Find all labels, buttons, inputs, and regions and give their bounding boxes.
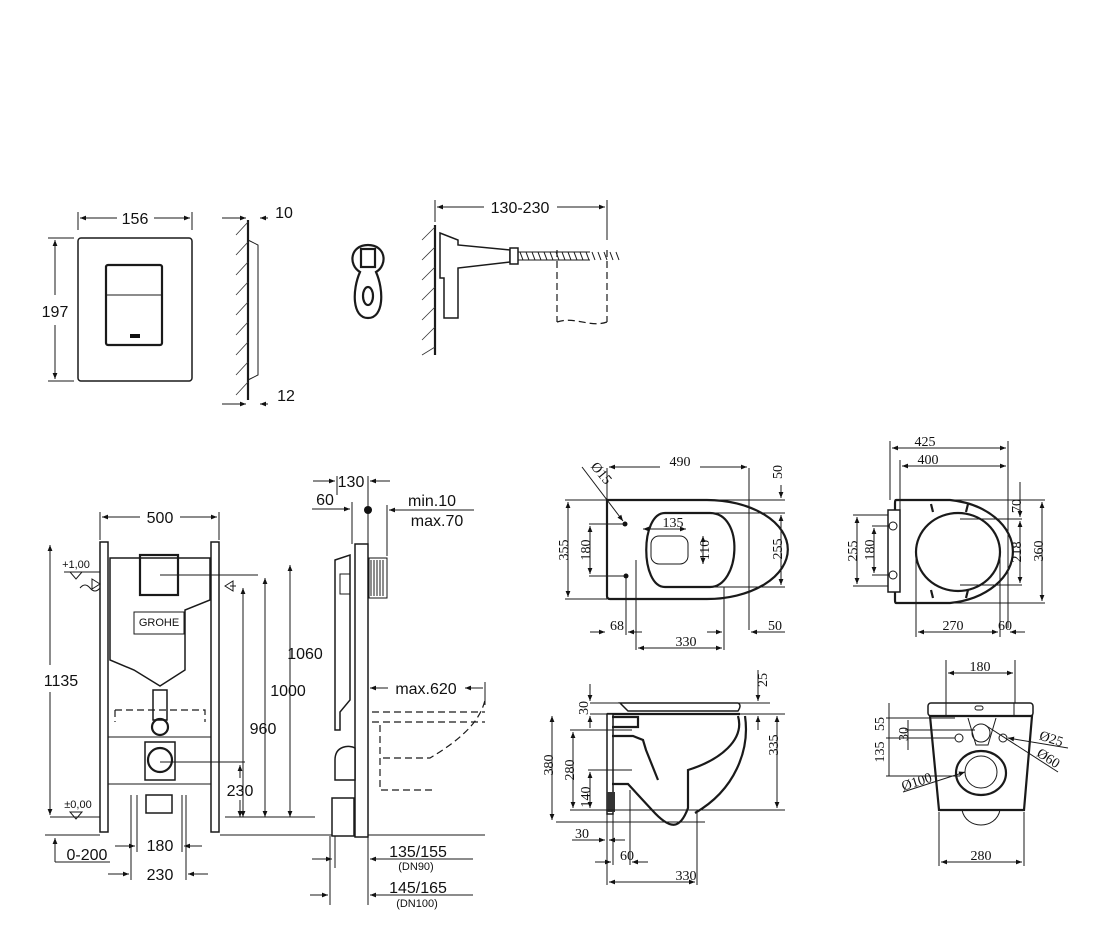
rear-offset-label: 50: [768, 619, 782, 634]
d25-label: Ø25: [1037, 729, 1065, 751]
h230-label: 230: [227, 783, 254, 800]
level-top-label: +1,00: [62, 559, 90, 571]
bowl-length-label: 490: [670, 455, 691, 470]
bowl-top-view: 490 Ø15 50 255 355 180 135 110 68 330 50: [557, 455, 789, 651]
hinge-top-label: 70: [1010, 499, 1025, 513]
hinge-width-label: 255: [846, 541, 861, 562]
inner-length-label: 330: [676, 635, 697, 650]
plate-thickness-top-label: 10: [275, 205, 293, 222]
plate-thickness-bottom-label: 12: [277, 388, 295, 405]
flush-plate-side: 10 12: [222, 205, 295, 407]
hole-dia-label: Ø15: [587, 460, 614, 488]
seat-opening-width-label: 218: [1010, 542, 1025, 563]
bolt-spacing-180-label: 180: [147, 838, 174, 855]
frame-height-label: 1135: [44, 673, 79, 690]
bowl-front-view: 180 55 30 135 Ø25 Ø60 Ø100 280: [873, 660, 1069, 866]
h55-label: 55: [873, 717, 888, 731]
front-width-label: 280: [971, 849, 992, 864]
bolt-offset-label: 68: [610, 619, 624, 634]
offset-60-label: 60: [316, 492, 334, 509]
h30-label: 30: [897, 727, 912, 741]
bracket-range-label: 130-230: [491, 200, 550, 217]
opening-width-label: 110: [698, 540, 713, 560]
h135-label: 135: [873, 742, 888, 763]
plate-height-label: 197: [42, 304, 69, 321]
floor-adjust-label: 0-200: [67, 847, 108, 864]
bolt-spacing-label: 180: [579, 540, 594, 561]
hinge-spacing-label: 180: [863, 540, 878, 561]
d60-label: Ø60: [1034, 746, 1062, 772]
inner-width-label: 255: [771, 539, 786, 560]
bowl-width-label: 355: [557, 540, 572, 561]
dn100-label: (DN100): [396, 898, 438, 910]
d100-label: Ø100: [900, 771, 934, 795]
h1060-label: 1060: [287, 646, 323, 663]
seat-length-label: 400: [918, 453, 939, 468]
flush-plate-front: 156 197: [42, 211, 193, 382]
dn100-size-label: 145/165: [389, 880, 447, 897]
wall-bracket-side: 130-230: [421, 200, 620, 356]
bowl-max-label: max.620: [395, 681, 456, 698]
outlet-height-label: 280: [563, 760, 578, 781]
inlet-height-label: 140: [579, 787, 594, 808]
wall-gap-label: 30: [575, 827, 589, 842]
seat-front-offset-label: 60: [998, 619, 1012, 634]
bowl-depth-label: 335: [767, 735, 782, 756]
bowl-height-label: 380: [542, 755, 557, 776]
depth-130-label: 130: [338, 474, 365, 491]
wall-min-label: min.10: [408, 493, 456, 510]
seat-width-label: 360: [1032, 541, 1047, 562]
level-zero-label: ±0,00: [64, 799, 91, 811]
opening-length-label: 135: [663, 516, 684, 531]
mounting-bracket-icon: [351, 243, 385, 320]
wall-max-label: max.70: [411, 513, 464, 530]
dn90-size-label: 135/155: [389, 844, 447, 861]
bolt-spacing-230-label: 230: [147, 867, 174, 884]
h960-label: 960: [250, 721, 277, 738]
outlet-projection-label: 60: [620, 849, 634, 864]
frame-front-view: GROHE 500 1135 +1,00 ±0,00 1060 1000 960…: [44, 510, 485, 884]
seat-height-label: 25: [756, 673, 771, 687]
rim-height-label: 30: [577, 701, 592, 715]
dn90-label: (DN90): [398, 861, 433, 873]
seat-top-view: 425 400 70 218 360 255 180 270 60: [846, 435, 1047, 637]
rim-offset-top-label: 50: [771, 465, 786, 479]
frame-width-label: 500: [147, 510, 174, 527]
bowl-side-view: 30 25 380 280 140 335 30 60 330: [542, 670, 785, 885]
grohe-logo-text: GROHE: [139, 617, 179, 629]
seat-opening-length-label: 270: [943, 619, 964, 634]
seat-outer-length-label: 425: [915, 435, 936, 450]
frame-side-view: max.620 130 60 min.10 max.70 135/155 (DN…: [310, 474, 486, 910]
bowl-side-length-label: 330: [676, 869, 697, 884]
h1000-label: 1000: [270, 683, 306, 700]
plate-width-label: 156: [122, 211, 149, 228]
front-bolt-spacing-label: 180: [970, 660, 991, 675]
